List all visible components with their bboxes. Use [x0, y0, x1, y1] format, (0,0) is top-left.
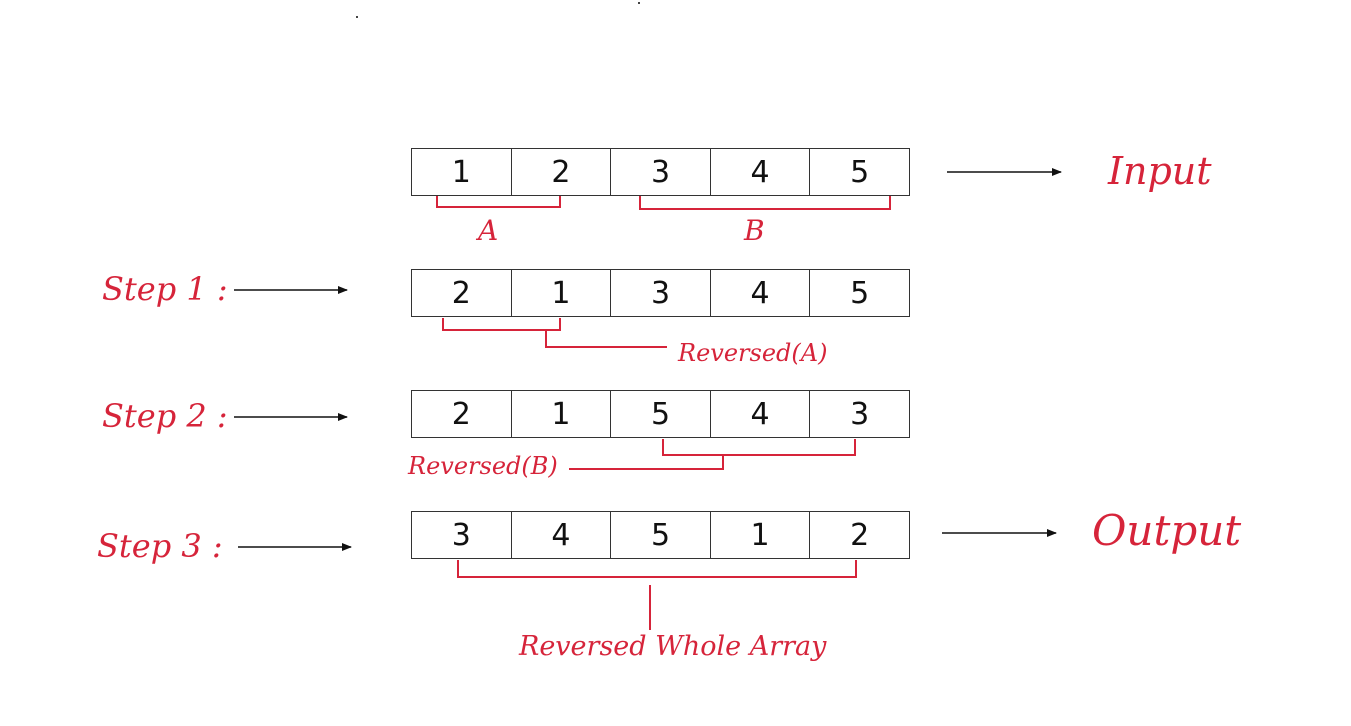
array-cell: 2 [850, 517, 870, 553]
array-cell: 2 [412, 270, 512, 316]
array-cell: 3 [611, 270, 711, 316]
array-cell: 4 [512, 512, 612, 558]
bracket-reversed-whole [457, 560, 857, 630]
array-cell: 2 [412, 391, 512, 437]
bracket-reversed-b [569, 439, 856, 470]
array-cell: 2 [512, 149, 612, 195]
bracket-b [639, 196, 891, 210]
input-array: 1 2 3 4 5 [411, 148, 910, 196]
step2-array: 2 1 5 4 3 [411, 390, 910, 438]
array-cell: 3 [611, 149, 711, 195]
step3-label: Step 3 : [97, 527, 223, 565]
step1-array: 2 1 3 4 5 [411, 269, 910, 317]
array-cell: 1 [711, 512, 811, 558]
array-cell: 3 [412, 512, 512, 558]
array-cell: 1 [512, 270, 612, 316]
array-cell: 5 [611, 512, 711, 558]
array-cell: 3 [850, 396, 870, 432]
input-label: Input [1108, 149, 1212, 193]
reversed-whole-label: Reversed Whole Array [519, 631, 827, 662]
array-cell: 5 [850, 275, 870, 311]
array-cell: 5 [611, 391, 711, 437]
step1-label: Step 1 : [102, 270, 228, 308]
segment-b-label: B [744, 214, 765, 247]
reversed-b-label: Reversed(B) [408, 452, 558, 480]
array-cell: 4 [711, 391, 811, 437]
step2-label: Step 2 : [102, 397, 228, 435]
array-cell: 5 [850, 154, 870, 190]
array-cell: 4 [711, 149, 811, 195]
segment-a-label: A [478, 214, 499, 247]
stray-dot [638, 2, 640, 4]
output-label: Output [1092, 506, 1242, 555]
reversed-a-label: Reversed(A) [678, 339, 828, 367]
bracket-a [436, 196, 561, 208]
array-cell: 1 [412, 149, 512, 195]
bracket-reversed-a [442, 318, 667, 348]
array-cell: 1 [512, 391, 612, 437]
array-cell: 4 [711, 270, 811, 316]
stray-dot [356, 16, 358, 18]
step3-array: 3 4 5 1 2 [411, 511, 910, 559]
